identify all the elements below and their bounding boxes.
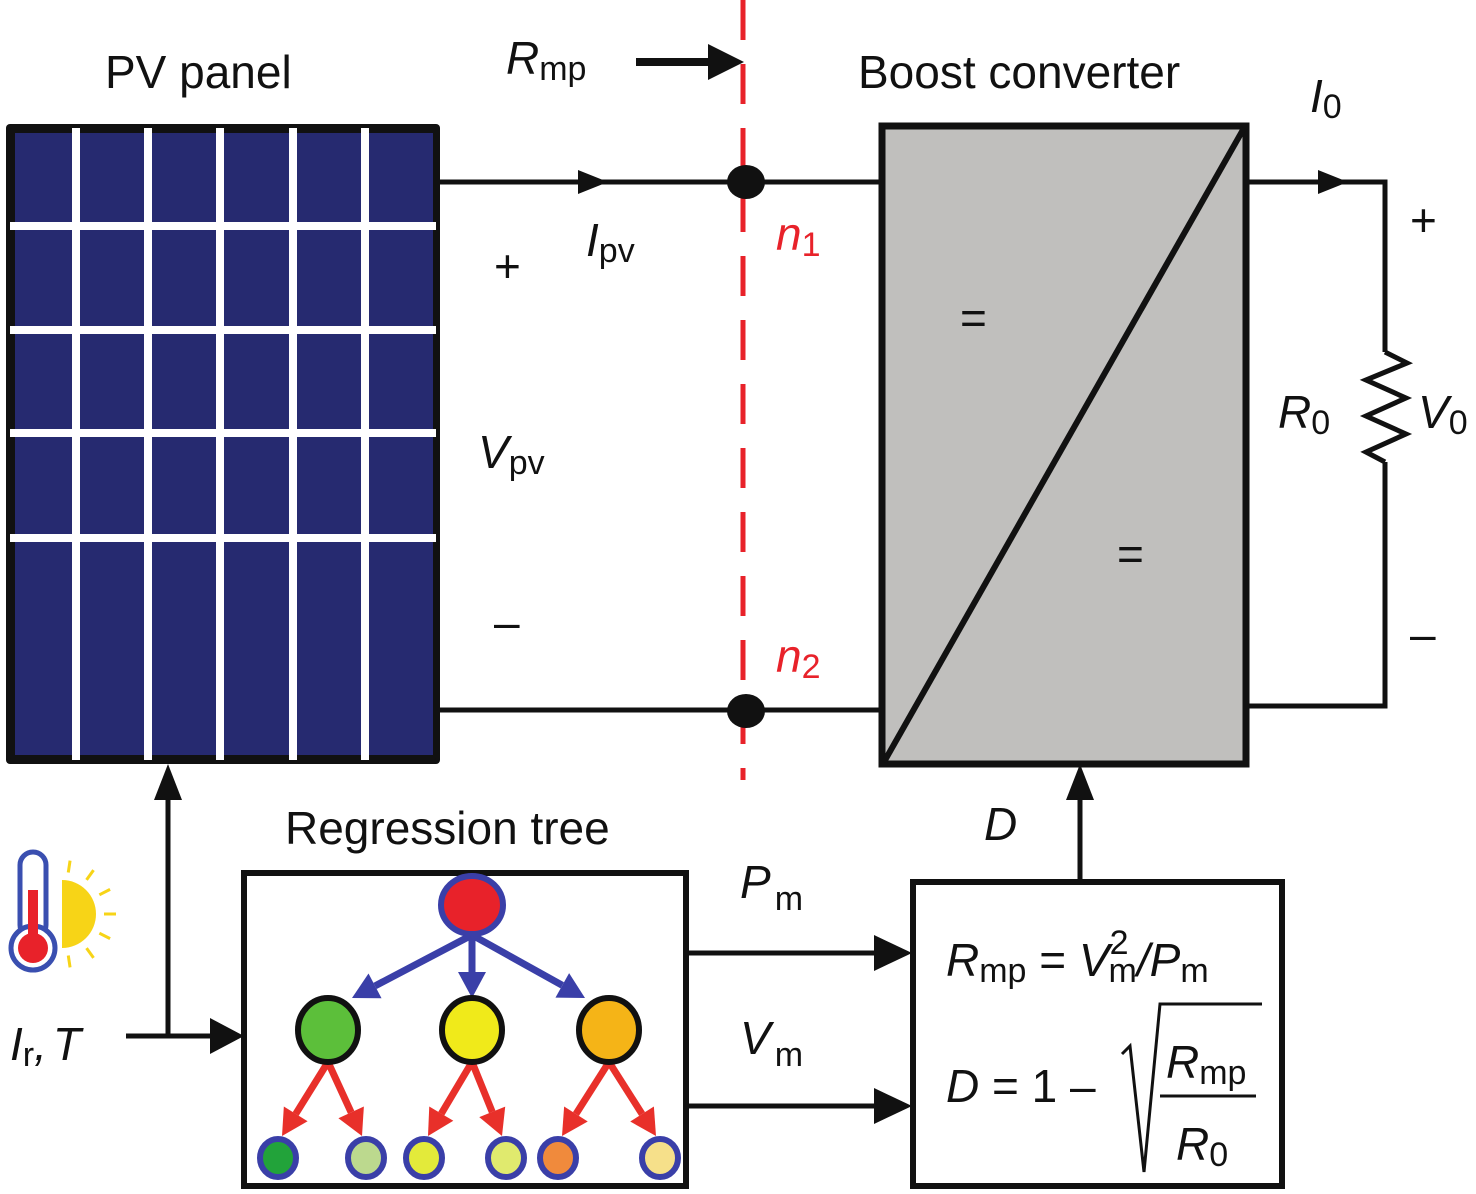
tree-root-node	[438, 873, 506, 937]
ro-label: R0	[1278, 386, 1330, 442]
tree-leaf-node	[485, 1136, 527, 1180]
sun-ray	[85, 947, 95, 959]
pv-panel-frame	[6, 124, 440, 764]
tree-leaf-arrow	[572, 1060, 612, 1116]
tree-internal-node	[576, 995, 642, 1065]
output-wire-top	[1246, 179, 1388, 352]
tree-leaf-arrow-head	[562, 1106, 588, 1136]
tree-internal-node	[439, 995, 505, 1065]
vo-label: V0	[1418, 386, 1468, 442]
equation-duty-cycle: D = 1 –	[946, 1060, 1096, 1112]
tree-leaf-arrow-head	[630, 1106, 656, 1136]
tree-branch-arrow-head	[458, 972, 486, 998]
duty-cycle-calculator-block	[910, 879, 1285, 1189]
vm-arrow-icon	[874, 1088, 912, 1124]
boost-converter-block	[878, 122, 1250, 768]
tree-leaf-arrow	[324, 1060, 355, 1114]
io-arrow-icon	[1318, 170, 1348, 194]
io-label: I0	[1310, 70, 1342, 126]
tree-leaf-arrow-head	[479, 1106, 506, 1136]
tree-leaf-arrow	[438, 1060, 476, 1116]
pv-panel-title: PV panel	[105, 46, 292, 98]
pv-minus-sign: –	[494, 596, 520, 648]
rmp-arrow-icon	[708, 44, 744, 80]
rmp-label: Rmp	[506, 32, 586, 88]
tree-leaf-arrow	[292, 1060, 331, 1116]
node-n2-dot	[727, 694, 765, 728]
regression-tree-nodes	[257, 873, 681, 1180]
pv-panel	[4, 124, 442, 764]
node-n2-label: n2	[776, 630, 821, 686]
converter-dc-symbol-top: =	[960, 292, 987, 344]
pv-plus-sign: +	[494, 240, 521, 292]
tree-leaf-arrow	[606, 1060, 646, 1116]
node-n1-label: n1	[776, 208, 821, 264]
thermometer-icon	[8, 849, 58, 973]
sun-ray	[66, 860, 72, 873]
tree-branch-arrow-head	[555, 973, 585, 998]
ipv-arrow-icon	[578, 170, 608, 194]
output-plus-sign: +	[1410, 194, 1437, 246]
tree-leaf-node	[345, 1136, 387, 1180]
tree-leaf-arrow-head	[282, 1106, 308, 1136]
tree-leaf-node	[639, 1136, 681, 1180]
panel-feed-arrow-icon	[154, 764, 182, 800]
tree-internal-node	[295, 995, 361, 1065]
tree-leaf-arrow-head	[428, 1106, 454, 1136]
tree-leaf-node	[257, 1136, 299, 1180]
pv-panel-grid	[4, 124, 442, 764]
tree-input-arrow-icon	[210, 1018, 244, 1054]
ipv-label: Ipv	[586, 214, 635, 270]
sqrt-radical-icon	[1120, 1002, 1262, 1173]
sun-ray	[98, 931, 111, 940]
regression-tree-arrows	[282, 931, 656, 1136]
tree-leaf-arrow	[468, 1060, 496, 1114]
regression-tree-title: Regression tree	[285, 802, 610, 854]
ir-t-input-label: Ir,T	[10, 1018, 84, 1074]
tree-leaf-node	[403, 1136, 445, 1180]
node-n1-dot	[727, 165, 765, 199]
output-wire-bottom	[1246, 462, 1388, 709]
vpv-label: Vpv	[478, 426, 545, 482]
d-label: D	[984, 798, 1017, 850]
tree-branch-arrow	[373, 931, 474, 990]
pm-arrow-icon	[874, 935, 912, 971]
converter-diagonal	[881, 126, 1247, 764]
tree-leaf-arrow-head	[338, 1106, 364, 1136]
converter-dc-symbol-bottom: =	[1117, 528, 1144, 580]
sun-icon	[62, 860, 116, 968]
sun-ray	[66, 955, 72, 968]
sun-ray	[85, 869, 95, 881]
tree-branch-arrow	[470, 931, 564, 989]
load-resistor-icon	[1359, 349, 1414, 465]
tree-leaf-node	[537, 1136, 579, 1180]
output-minus-sign: –	[1410, 608, 1436, 660]
fraction-numerator: Rmp	[1166, 1036, 1246, 1092]
fraction-denominator: R0	[1176, 1118, 1228, 1174]
boost-converter-title: Boost converter	[858, 46, 1180, 98]
d-arrow-icon	[1066, 764, 1094, 800]
tree-branch-arrow-head	[352, 973, 382, 999]
sun-ray	[98, 888, 111, 897]
